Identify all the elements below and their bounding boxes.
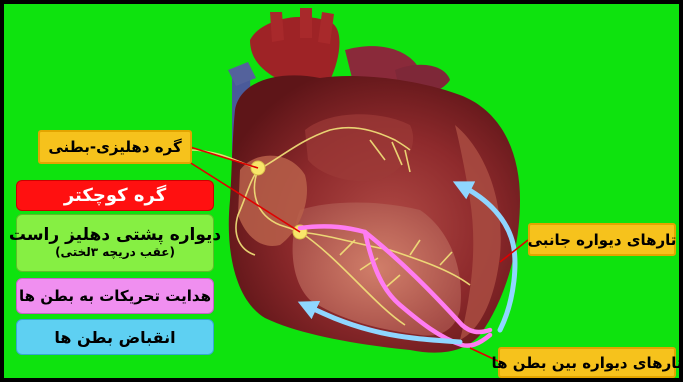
septal-fibers-text: تارهای دیواره بین بطن ها: [492, 354, 683, 372]
sa-location-line2: (عقب دریچه ۳لختی): [55, 246, 175, 260]
septal-fibers-label: تارهای دیواره بین بطن ها: [498, 347, 676, 378]
conduction-text: هدایت تحریکات به بطن ها: [19, 287, 211, 305]
av-node-text: گره دهلیزی-بطنی: [48, 138, 181, 156]
sa-location-label: دیواره پشتی دهلیز راست (عقب دریچه ۳لختی): [16, 214, 214, 272]
contraction-label: انقباض بطن ها: [16, 319, 214, 355]
contraction-text: انقباض بطن ها: [54, 328, 175, 347]
sa-node-label: گره کوچکتر: [16, 180, 214, 211]
av-node-label: گره دهلیزی-بطنی: [38, 130, 192, 164]
conduction-label: هدایت تحریکات به بطن ها: [16, 278, 214, 314]
sa-location-line1: دیواره پشتی دهلیز راست: [9, 226, 221, 246]
sa-node-text: گره کوچکتر: [64, 185, 166, 206]
lateral-fibers-text: تارهای دیواره جانبی: [528, 231, 677, 249]
lateral-fibers-label: تارهای دیواره جانبی: [528, 223, 676, 256]
